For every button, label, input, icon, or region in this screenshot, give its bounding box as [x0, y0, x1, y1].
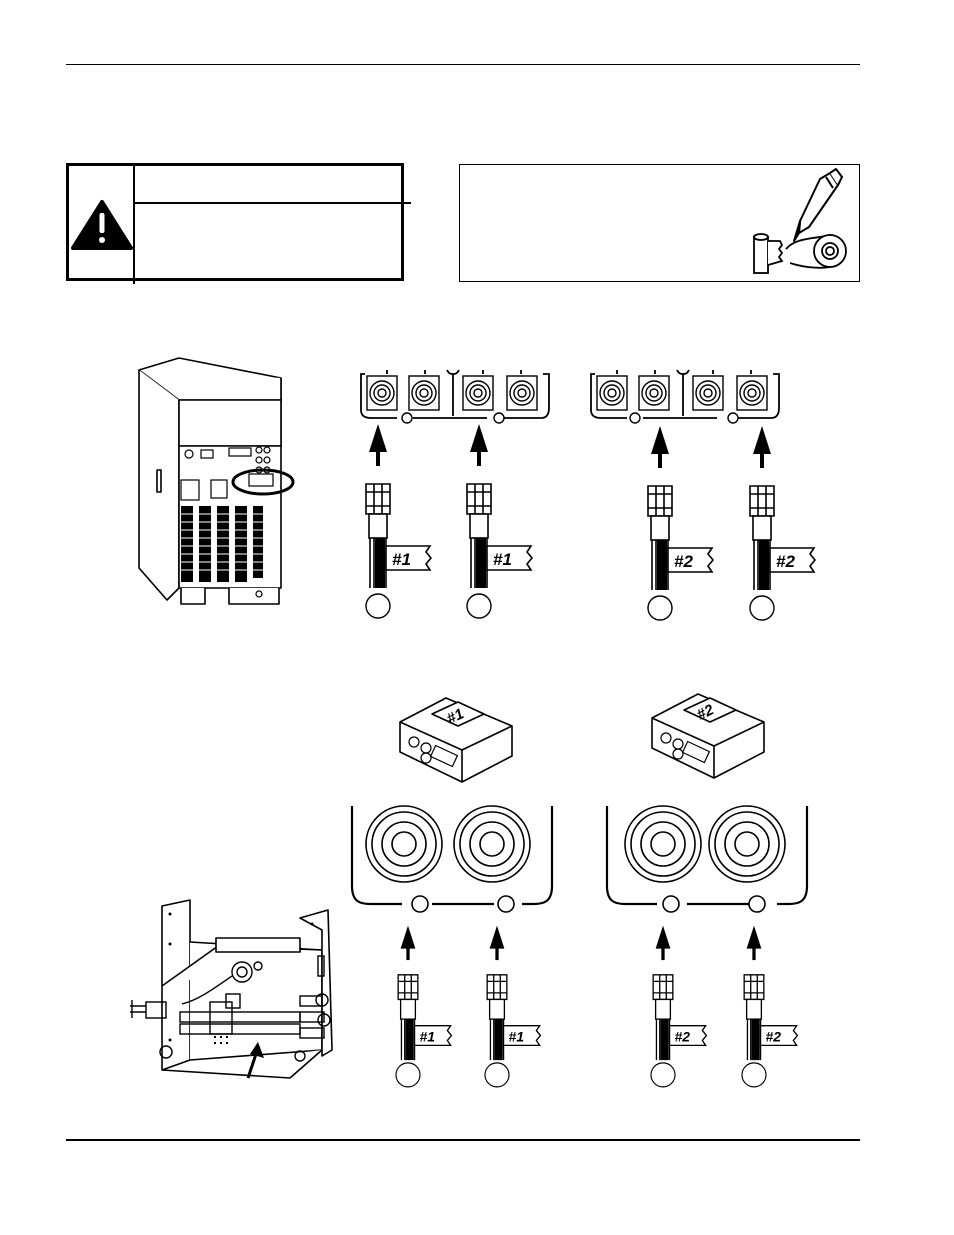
hose-fitting-2: #1: [466, 424, 534, 619]
callout-circle: [650, 1062, 676, 1088]
callout-circle: [484, 1062, 510, 1088]
header-rule: [66, 64, 860, 65]
insert-arrow-icon: [369, 424, 387, 452]
hose-tag-label: #1: [508, 1028, 524, 1044]
warning-box: [66, 163, 411, 284]
footer-rule: [66, 1139, 860, 1141]
callout-circle: [647, 595, 673, 621]
power-supply-illustration: [138, 357, 295, 605]
console-box-hose-1: [399, 697, 513, 783]
hose-fitting-7: #2: [650, 925, 708, 1088]
insert-arrow-icon: [651, 426, 669, 454]
insert-arrow-icon: [400, 925, 416, 949]
hose-tag-label: #2: [674, 552, 693, 571]
insert-arrow-icon: [470, 424, 488, 452]
insert-arrow-icon: [489, 925, 505, 949]
tape-roll-icon: [753, 233, 847, 274]
warning-divider: [135, 202, 411, 204]
console-box-hose-2: [651, 693, 765, 779]
pen-icon: [793, 168, 843, 242]
hose-fitting-5: #1: [395, 925, 453, 1088]
large-fitting-panel-2: [605, 805, 809, 913]
hose-tag-label: #1: [419, 1028, 435, 1044]
callout-circle: [749, 595, 775, 621]
large-fitting-panel-1: [350, 805, 554, 913]
insert-arrow-icon: [753, 426, 771, 454]
hose-tag-label: #2: [674, 1028, 690, 1044]
hose-fitting-6: #1: [484, 925, 542, 1088]
hose-fitting-8: #2: [741, 925, 799, 1088]
callout-circle: [395, 1062, 421, 1088]
connector-panel-hose-1: [360, 369, 550, 424]
hose-tag-label: #2: [776, 552, 795, 571]
callout-circle: [466, 593, 492, 619]
hose-tag-label: #2: [765, 1028, 781, 1044]
gas-console-illustration: [130, 899, 333, 1079]
connector-panel-hose-2: [590, 369, 780, 424]
warning-triangle-icon: [71, 166, 135, 284]
insert-arrow-icon: [655, 925, 671, 949]
callout-circle: [365, 593, 391, 619]
hose-tag-label: #1: [493, 550, 512, 569]
hose-fitting-1: #1: [365, 424, 433, 619]
note-box: [459, 164, 860, 282]
callout-circle: [741, 1062, 767, 1088]
hose-tag-label: #1: [392, 550, 411, 569]
hose-fitting-3: #2: [647, 426, 715, 621]
insert-arrow-icon: [746, 925, 762, 949]
hose-fitting-4: #2: [749, 426, 817, 621]
